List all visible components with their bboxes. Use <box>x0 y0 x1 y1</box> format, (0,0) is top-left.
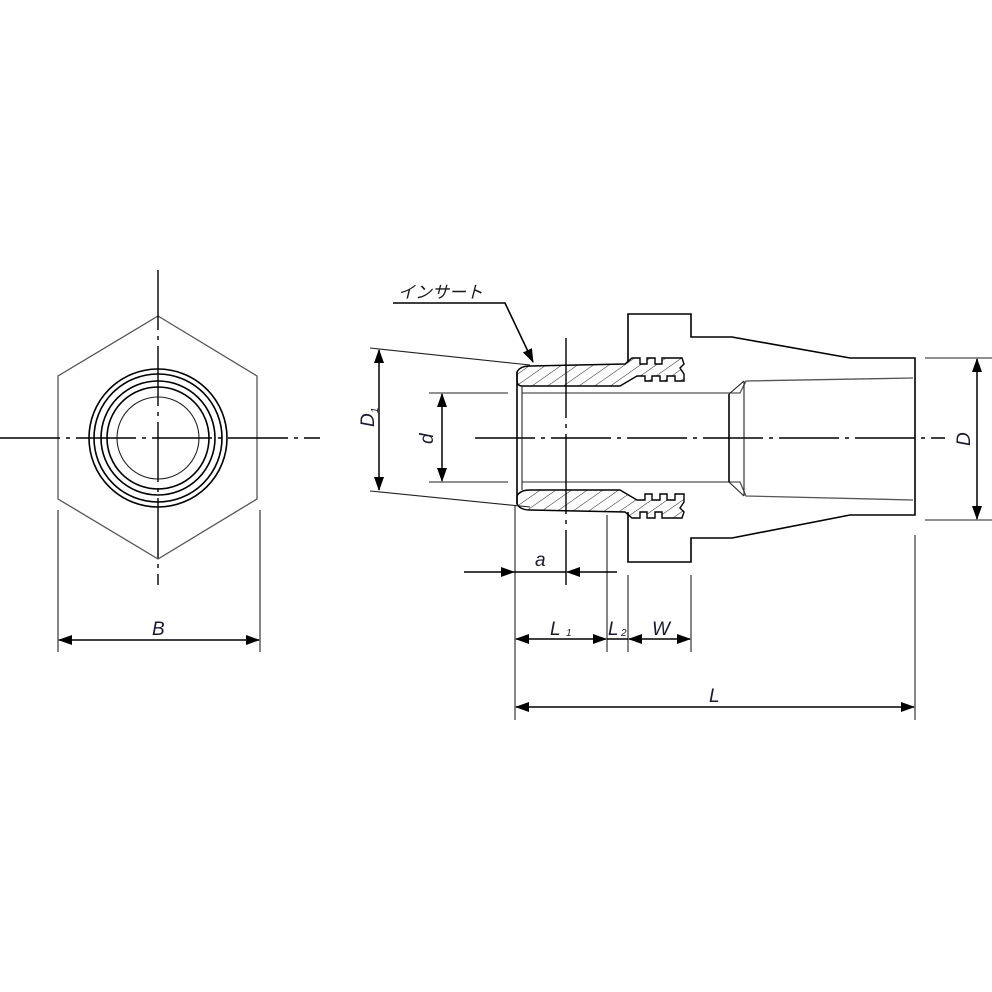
callout-insert-label: インサート <box>398 283 483 303</box>
svg-text:D: D <box>954 432 975 446</box>
dim-B-label: B <box>152 619 165 640</box>
dim-W-label: W <box>652 619 672 640</box>
dim-D-label: D <box>954 432 975 446</box>
svg-text:D: D <box>358 413 379 427</box>
svg-text:1: 1 <box>566 628 572 639</box>
dim-D1-label: D 1 <box>358 407 381 427</box>
end-view <box>0 270 320 652</box>
inner-bore-bottom <box>522 481 914 501</box>
chamfer-top <box>728 380 745 395</box>
dim-L-label: L <box>709 686 720 707</box>
insert-section-top <box>516 357 685 387</box>
dim-D1-extension-top <box>369 347 531 366</box>
svg-text:2: 2 <box>620 628 627 639</box>
chamfer-bottom <box>728 481 745 497</box>
dim-L1-label: L 1 <box>550 619 572 640</box>
svg-text:1: 1 <box>370 407 381 413</box>
body-outline-top <box>627 313 916 563</box>
callout-leader <box>393 302 534 363</box>
side-section-view: インサート D 1 d D a <box>358 283 992 720</box>
svg-text:L: L <box>608 619 619 640</box>
hexagon-outline <box>57 315 258 560</box>
dim-d-label: d <box>417 432 438 444</box>
insert-section-bottom <box>516 489 685 519</box>
svg-text:L: L <box>550 619 561 640</box>
dim-L2-label: L 2 <box>608 619 627 640</box>
dim-a-label: a <box>535 550 546 571</box>
dim-D1-extension-bottom <box>369 490 531 508</box>
svg-text:d: d <box>417 432 438 444</box>
inner-bore-top <box>522 377 914 394</box>
